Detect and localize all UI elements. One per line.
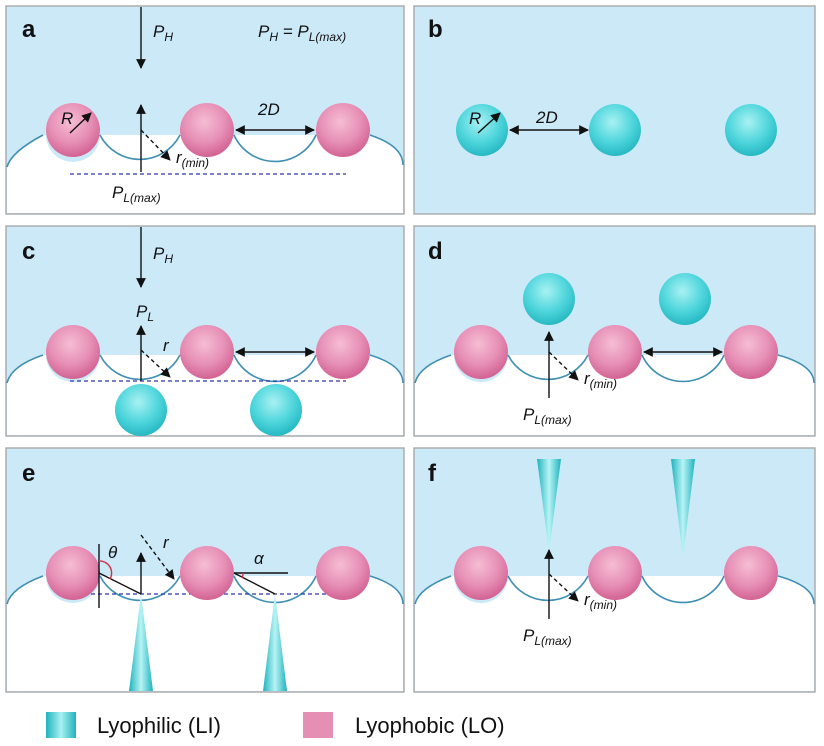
legend-lyophilic-swatch	[46, 712, 76, 738]
legend-lyophilic-label: Lyophilic (LI)	[97, 713, 221, 738]
panel-a-gap-label: 2D	[257, 100, 280, 119]
panel-a-lyophobic-sphere-3	[316, 103, 370, 157]
panel-e-alpha-arc	[241, 572, 244, 579]
panel-e: e θ r α	[5, 447, 405, 693]
panel-c-air-region	[7, 355, 403, 435]
panel-c: c PH PL r	[5, 225, 405, 437]
panel-a-equation: PH = PL(max)	[258, 22, 346, 44]
panel-a-ph-label: PH	[153, 22, 173, 44]
panel-e-lyophilic-cone-1	[129, 594, 153, 691]
panel-d-lyophilic-sphere-2	[659, 273, 711, 325]
panel-f-meniscus	[414, 575, 815, 605]
panel-d-lyophobic-sphere-1	[454, 325, 508, 379]
panel-f-lyophobic-sphere-2	[588, 546, 642, 600]
panel-a-label: a	[22, 16, 36, 43]
panel-a-lyophobic-sphere-2	[180, 103, 234, 157]
panel-c-ph-label: PH	[153, 244, 173, 266]
panel-a-rmin-label: r(min)	[176, 148, 209, 170]
panel-a-pl-label: PL(max)	[112, 183, 161, 205]
panel-c-lyophilic-sphere-2	[250, 384, 302, 436]
panel-b-radius-label: R	[469, 109, 481, 128]
panel-e-lyophobic-sphere-3	[316, 546, 370, 600]
panel-c-lyophobic-sphere-3	[316, 325, 370, 379]
panel-d-lyophobic-sphere-2	[588, 325, 642, 379]
panel-f-pl-label: PL(max)	[523, 626, 572, 648]
panel-e-theta-label: θ	[108, 543, 118, 562]
panel-d-rmin-label: r(min)	[584, 369, 617, 391]
panel-c-label: c	[22, 238, 35, 265]
panel-d-meniscus	[414, 354, 815, 384]
panel-a-radius-label: R	[61, 109, 73, 128]
panel-e-lyophobic-sphere-1	[46, 546, 100, 600]
panel-c-meniscus	[6, 354, 404, 384]
panel-f-rmin-label: r(min)	[584, 590, 617, 612]
panel-d-lyophilic-sphere-1	[523, 273, 575, 325]
panel-c-pl-label: PL	[136, 302, 154, 324]
panel-f: f r(min) PL(max)	[413, 447, 816, 693]
panel-f-lyophilic-cone-2	[671, 459, 695, 558]
panel-b-lyophilic-sphere-2	[589, 104, 641, 156]
panel-b-gap-label: 2D	[535, 108, 558, 127]
panel-b-lyophilic-sphere-3	[725, 104, 777, 156]
panel-d-lyophobic-sphere-3	[724, 325, 778, 379]
panel-e-r-arrow	[140, 534, 175, 580]
panel-a: a PH PH = PL(max) R 2D r(min) PL(max)	[5, 5, 405, 215]
panel-f-lyophilic-cone-1	[537, 459, 561, 552]
panel-c-lyophilic-sphere-1	[115, 384, 167, 436]
panel-b-radius-arrow	[477, 112, 501, 134]
panel-e-r-label: r	[163, 533, 170, 552]
panel-d: d r(min) PL(max)	[413, 225, 816, 437]
panel-c-r-label: r	[163, 336, 170, 355]
panel-f-lyophobic-sphere-3	[724, 546, 778, 600]
panel-b-label: b	[428, 16, 443, 43]
panel-c-lyophobic-sphere-1	[46, 325, 100, 379]
panel-b: b R 2D	[413, 5, 816, 215]
panel-f-lyophobic-sphere-1	[454, 546, 508, 600]
panel-f-air-region	[415, 576, 814, 691]
panel-d-label: d	[428, 238, 443, 265]
panel-e-lyophilic-cone-2	[263, 594, 287, 691]
panel-f-label: f	[428, 460, 437, 487]
panel-e-contact-tangent-right	[233, 572, 276, 595]
panel-d-pl-label: PL(max)	[523, 405, 572, 427]
panel-e-contact-tangent-left	[98, 572, 142, 595]
panel-e-label: e	[22, 460, 35, 487]
panel-a-radius-arrow	[69, 112, 92, 134]
panel-e-lyophobic-sphere-2	[180, 546, 234, 600]
panel-c-lyophobic-sphere-2	[180, 325, 234, 379]
panel-e-meniscus	[6, 575, 404, 605]
legend: Lyophilic (LI) Lyophobic (LO)	[46, 712, 505, 738]
panel-a-meniscus	[6, 134, 404, 168]
panel-d-air-region	[415, 355, 814, 435]
panel-e-air-region	[7, 576, 403, 691]
panel-e-alpha-label: α	[254, 549, 265, 568]
legend-lyophobic-label: Lyophobic (LO)	[355, 713, 505, 738]
legend-lyophobic-swatch	[303, 712, 333, 738]
panel-e-theta-arc	[98, 560, 113, 580]
